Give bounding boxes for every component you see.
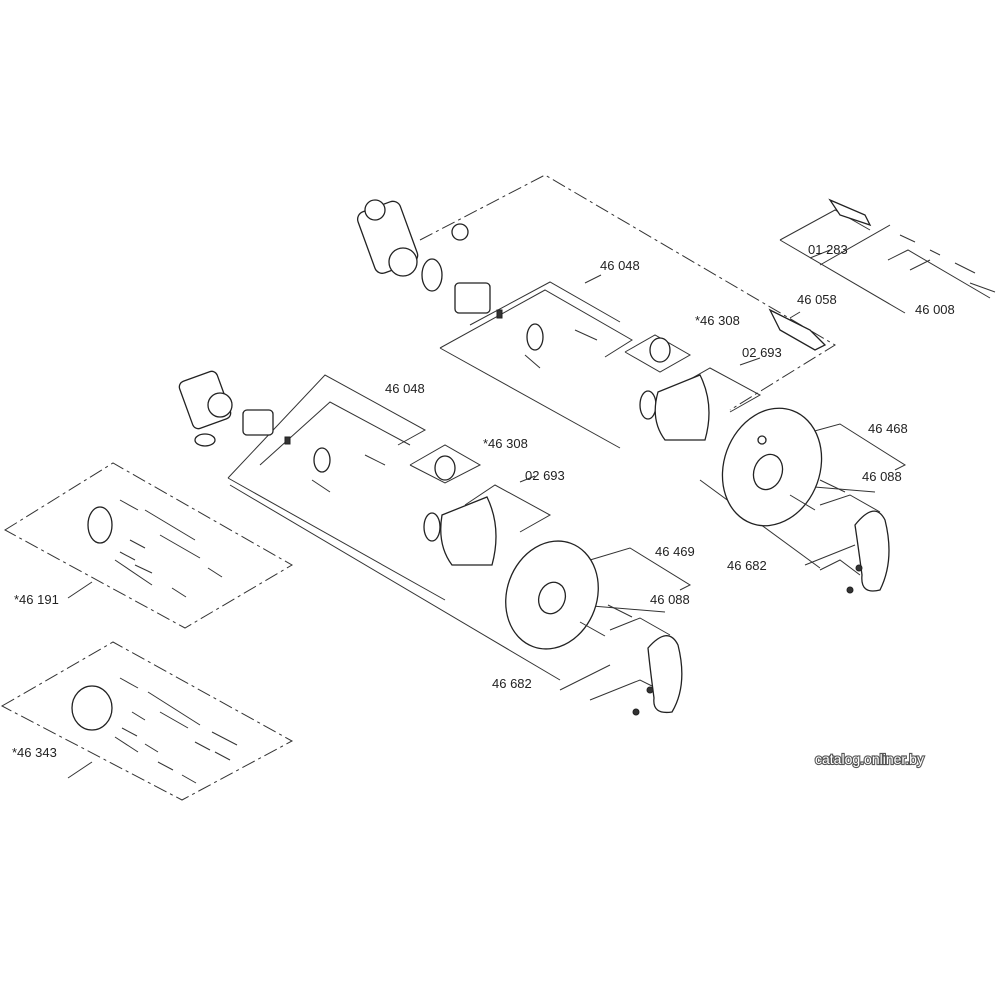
label-spindle-ext: 46 008 — [915, 302, 955, 317]
label-handle-top: 46 682 — [727, 558, 767, 573]
label-kit-b: *46 343 — [12, 745, 57, 760]
watermark: catalog.onliner.by — [815, 751, 924, 767]
label-extension-top: *46 308 — [695, 313, 740, 328]
top-assembly-leaders — [419, 174, 991, 576]
label-sleeve-top: 02 693 — [742, 345, 782, 360]
label-rosette-top: 46 468 — [868, 421, 908, 436]
label-diverter: 01 283 — [808, 242, 848, 257]
label-screws-lower: 46 088 — [650, 592, 690, 607]
label-screws-top: 46 088 — [862, 469, 902, 484]
label-spindle: 46 058 — [797, 292, 837, 307]
top-rosette-handle — [721, 407, 890, 594]
label-rosette-lower: 46 469 — [655, 544, 695, 559]
lower-assembly-leaders — [227, 374, 692, 701]
label-cartridge-lower: 46 048 — [385, 381, 425, 396]
lower-rosette-handle — [505, 540, 683, 716]
label-kit-a: *46 191 — [14, 592, 59, 607]
label-sleeve-lower: 02 693 — [525, 468, 565, 483]
top-valve-body — [356, 198, 996, 441]
lower-valve-body — [178, 370, 497, 566]
label-handle-lower: 46 682 — [492, 676, 532, 691]
kit-46191-frame — [4, 462, 293, 629]
label-extension-lower: *46 308 — [483, 436, 528, 451]
label-cartridge-top: 46 048 — [600, 258, 640, 273]
kit-46343-frame — [0, 641, 294, 801]
